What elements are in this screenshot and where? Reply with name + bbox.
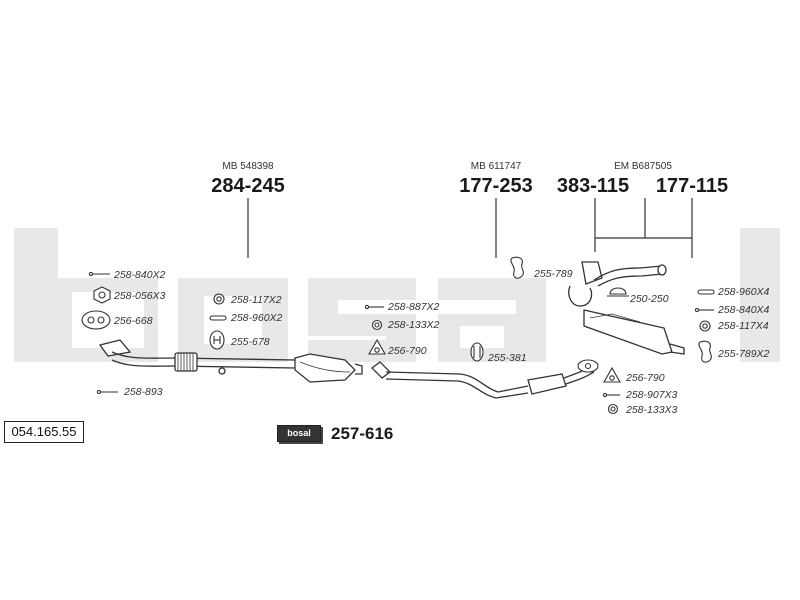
gasket-icon (368, 338, 386, 355)
part-label-256-790-a: 256-790 (388, 345, 427, 357)
part-label-258-117x2: 258-117X2 (231, 294, 282, 306)
clamp-icon (697, 289, 715, 295)
part-label-258-840x4: 258-840X4 (718, 304, 770, 316)
hanger-icon (510, 256, 524, 279)
middle-pipe-assembly (371, 361, 595, 399)
part-label-250-250: 250-250 (630, 293, 669, 305)
assembly-part-4: 177-115 (655, 175, 729, 197)
gasket-icon (81, 310, 111, 330)
part-label-255-678: 255-678 (231, 336, 270, 348)
assembly-part-3: 383-115 (556, 175, 630, 197)
part-label-258-960x4: 258-960X4 (718, 286, 770, 298)
clamp-icon (609, 287, 627, 295)
assembly-part-1: 284-245 (211, 175, 285, 197)
assembly-ref-4: EM B687505 (614, 161, 672, 172)
hardware-icons (81, 256, 715, 415)
assembly-ref-1: MB 548398 (222, 161, 274, 172)
assembly-part-2: 177-253 (459, 175, 533, 197)
part-label-258-133x2: 258-133X2 (388, 319, 440, 331)
part-label-258-056x3: 258-056X3 (114, 290, 166, 302)
brand-kit-number: 257-616 (331, 424, 394, 443)
part-label-258-893: 258-893 (124, 386, 163, 398)
brand-logo: bosal (277, 425, 321, 442)
part-label-258-840x2: 258-840X2 (114, 269, 166, 281)
front-pipe-assembly (98, 339, 363, 383)
part-label-258-117x4: 258-117X4 (718, 320, 769, 332)
clamp-icon (209, 315, 227, 321)
part-label-255-789: 255-789 (534, 268, 573, 280)
part-label-255-381: 255-381 (488, 352, 527, 364)
part-label-256-668: 256-668 (114, 315, 153, 327)
part-label-258-133x3: 258-133X3 (626, 404, 678, 416)
mount-icon (470, 342, 484, 362)
part-label-258-887x2: 258-887X2 (388, 301, 440, 313)
brand-logo-text: bosal (278, 426, 320, 441)
gasket-icon (603, 366, 621, 383)
rear-muffler-assembly (568, 261, 685, 355)
part-label-256-790-b: 256-790 (626, 372, 665, 384)
catalog-number: 054.165.55 (4, 421, 84, 443)
part-label-255-789x2: 255-789X2 (718, 348, 770, 360)
assembly-ref-2: MB 611747 (470, 161, 522, 172)
part-label-258-907x3: 258-907X3 (626, 389, 678, 401)
part-label-258-960x2: 258-960X2 (231, 312, 283, 324)
hanger-icon (698, 340, 712, 363)
